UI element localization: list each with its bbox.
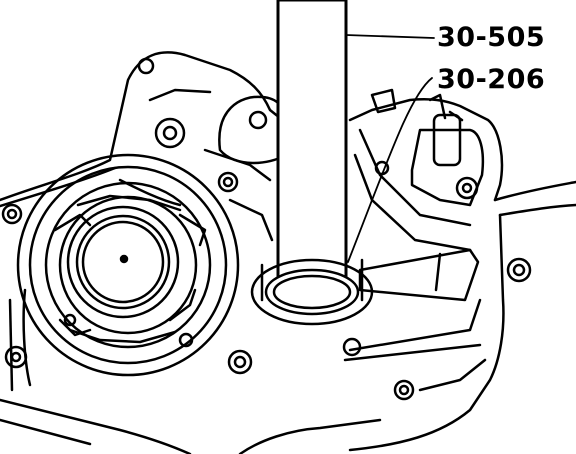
bolt-heads bbox=[1, 57, 532, 401]
seal-installer-tool[interactable] bbox=[250, 0, 374, 326]
housing-casting bbox=[0, 51, 576, 454]
callout-leaders bbox=[345, 34, 435, 263]
callout-tool-30-206: 30-206 bbox=[437, 64, 546, 95]
callout-tool-30-505: 30-505 bbox=[437, 22, 546, 53]
sensor-bracket bbox=[370, 88, 485, 207]
shift-lever bbox=[358, 248, 480, 302]
dome-cap bbox=[218, 95, 287, 165]
bearing-assembly bbox=[16, 153, 240, 377]
